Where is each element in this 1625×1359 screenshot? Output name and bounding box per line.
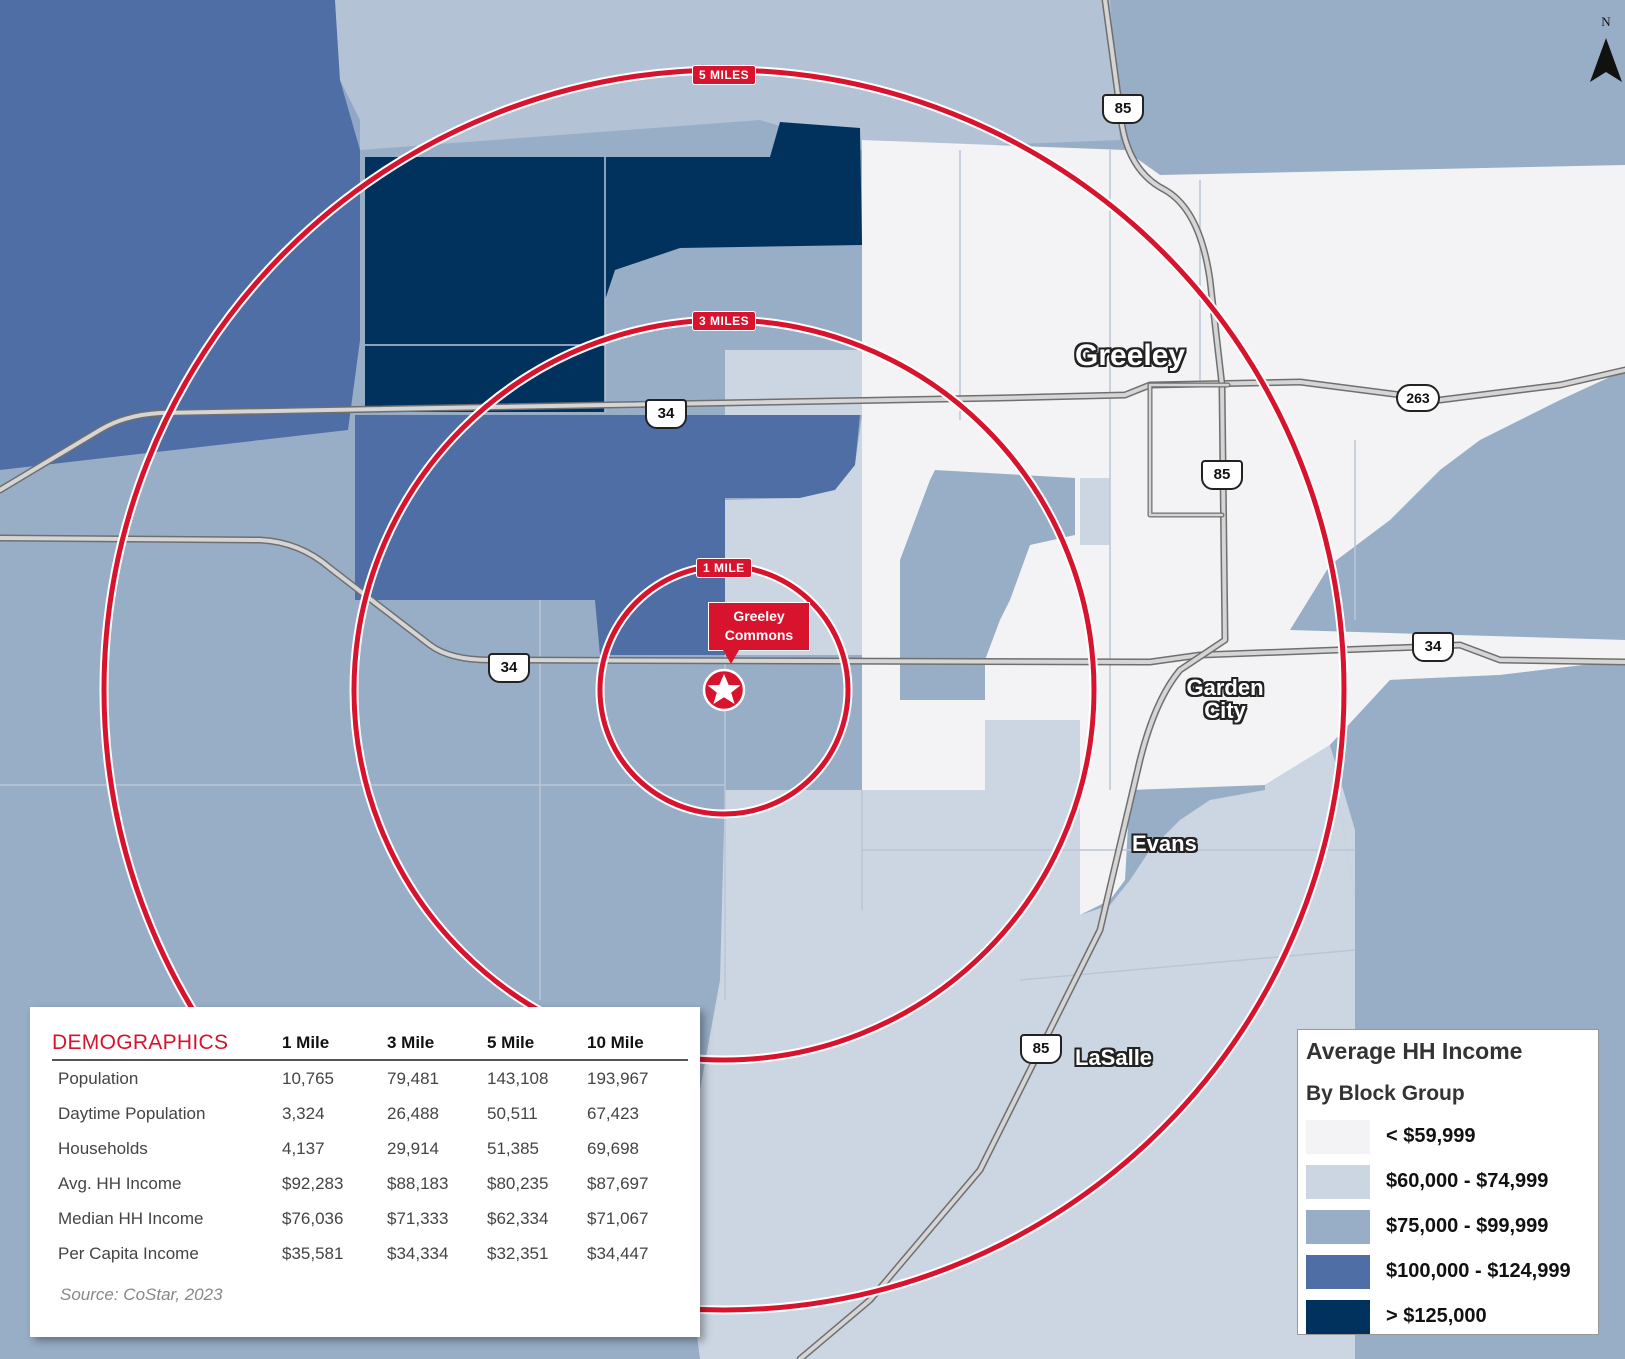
city-label-garden-city: Garden City	[1186, 675, 1264, 724]
table-cell: $35,581	[282, 1243, 344, 1263]
bin-60-75k-region	[680, 745, 1355, 1359]
table-cell: 143,108	[487, 1068, 549, 1088]
legend-swatch	[1306, 1165, 1370, 1199]
table-cell: $87,697	[587, 1173, 649, 1193]
table-cell: $92,283	[282, 1173, 344, 1193]
route-shield-us85-south: 85	[1020, 1034, 1062, 1064]
site-star-marker[interactable]	[702, 668, 746, 712]
column-header-1-mile: 1 Mile	[282, 1025, 387, 1061]
legend-swatch	[1306, 1210, 1370, 1244]
legend-label: $75,000 - $99,999	[1386, 1215, 1549, 1237]
route-shield-us34-east: 34	[1412, 632, 1454, 662]
table-row: Avg. HH Income $92,283 $88,183 $80,235 $…	[52, 1166, 688, 1201]
table-cell: 193,967	[587, 1068, 649, 1088]
table-cell: 69,698	[587, 1138, 639, 1158]
table-cell: $34,334	[387, 1243, 449, 1263]
table-cell: $80,235	[487, 1173, 549, 1193]
site-name-line2: Commons	[724, 626, 794, 643]
bin-100-125k-region	[0, 0, 360, 470]
row-label: Median HH Income	[58, 1208, 204, 1228]
route-shield-us85-mid: 85	[1201, 460, 1243, 490]
bin-gt125k-region	[365, 122, 862, 412]
data-source-note: Source: CoStar, 2023	[60, 1285, 223, 1304]
column-header-5-mile: 5 Mile	[487, 1025, 587, 1061]
legend-swatch	[1306, 1120, 1370, 1154]
bin-75-100k-region	[900, 470, 1075, 700]
bin-60-75k-region	[985, 720, 1080, 790]
bin-60-75k-region	[725, 350, 862, 655]
table-cell: $62,334	[487, 1208, 549, 1228]
table-cell: 10,765	[282, 1068, 334, 1088]
table-cell: 29,914	[387, 1138, 439, 1158]
table-cell: 51,385	[487, 1138, 539, 1158]
legend-swatch	[1306, 1255, 1370, 1289]
north-letter: N	[1601, 14, 1611, 29]
ring-label-3-miles: 3 MILES	[692, 311, 757, 331]
legend-subtitle: By Block Group	[1306, 1082, 1465, 1105]
row-label: Per Capita Income	[58, 1243, 199, 1263]
column-header-3-mile: 3 Mile	[387, 1025, 487, 1061]
legend-label: $60,000 - $74,999	[1386, 1170, 1549, 1192]
table-cell: $71,333	[387, 1208, 449, 1228]
row-label: Population	[58, 1068, 139, 1088]
legend-title: Average HH Income	[1306, 1038, 1523, 1064]
table-cell: 67,423	[587, 1103, 639, 1123]
ring-label-5-miles: 5 MILES	[692, 65, 757, 85]
table-row: Population 10,765 79,481 143,108 193,967	[52, 1060, 688, 1096]
demographics-panel: DEMOGRAPHICS 1 Mile 3 Mile 5 Mile 10 Mil…	[30, 1007, 700, 1337]
north-indicator: N	[1590, 14, 1622, 30]
city-label-lasalle: LaSalle	[1075, 1045, 1153, 1070]
row-label: Avg. HH Income	[58, 1173, 182, 1193]
table-row: Per Capita Income $35,581 $34,334 $32,35…	[52, 1236, 688, 1271]
table-cell: 3,324	[282, 1103, 325, 1123]
column-header-10-mile: 10 Mile	[587, 1025, 688, 1061]
demographics-table: DEMOGRAPHICS 1 Mile 3 Mile 5 Mile 10 Mil…	[52, 1025, 688, 1271]
table-row: Households 4,137 29,914 51,385 69,698	[52, 1131, 688, 1166]
demographics-title: DEMOGRAPHICS	[52, 1025, 282, 1061]
callout-pointer	[723, 649, 739, 664]
table-row: Daytime Population 3,324 26,488 50,511 6…	[52, 1096, 688, 1131]
route-shield-us85-north: 85	[1102, 94, 1144, 124]
route-shield-sh263: 263	[1396, 384, 1440, 412]
table-cell: $88,183	[387, 1173, 449, 1193]
route-shield-us34-west: 34	[488, 653, 530, 683]
table-cell: $34,447	[587, 1243, 649, 1263]
demographics-header-row: DEMOGRAPHICS 1 Mile 3 Mile 5 Mile 10 Mil…	[52, 1025, 688, 1061]
bin-75-100k-region	[1330, 660, 1625, 1030]
legend-label: > $125,000	[1386, 1305, 1487, 1327]
site-name-line1: Greeley	[733, 608, 785, 624]
table-cell: $32,351	[487, 1243, 549, 1263]
table-cell: 26,488	[387, 1103, 439, 1123]
income-legend: Average HH Income By Block Group < $59,9…	[1297, 1029, 1599, 1335]
city-label-evans: Evans	[1132, 831, 1197, 856]
ring-label-1-mile: 1 MILE	[696, 558, 752, 578]
row-label: Daytime Population	[58, 1103, 206, 1123]
table-cell: $76,036	[282, 1208, 344, 1228]
north-arrow-icon	[1590, 38, 1622, 82]
route-shield-us34-north-bypass: 34	[645, 399, 687, 429]
legend-swatch	[1306, 1300, 1370, 1334]
row-label: Households	[58, 1138, 148, 1158]
table-cell: 50,511	[487, 1103, 538, 1123]
table-cell: 79,481	[387, 1068, 439, 1088]
bin-100-125k-region	[355, 415, 860, 655]
table-cell: $71,067	[587, 1208, 649, 1228]
table-row: Median HH Income $76,036 $71,333 $62,334…	[52, 1201, 688, 1236]
table-cell: 4,137	[282, 1138, 325, 1158]
city-label-greeley: Greeley	[1075, 339, 1186, 372]
legend-label: $100,000 - $124,999	[1386, 1260, 1571, 1282]
site-callout-greeley-commons[interactable]: Greeley Commons	[708, 602, 810, 664]
legend-label: < $59,999	[1386, 1125, 1476, 1147]
bin-60-75k-region	[1080, 478, 1110, 545]
